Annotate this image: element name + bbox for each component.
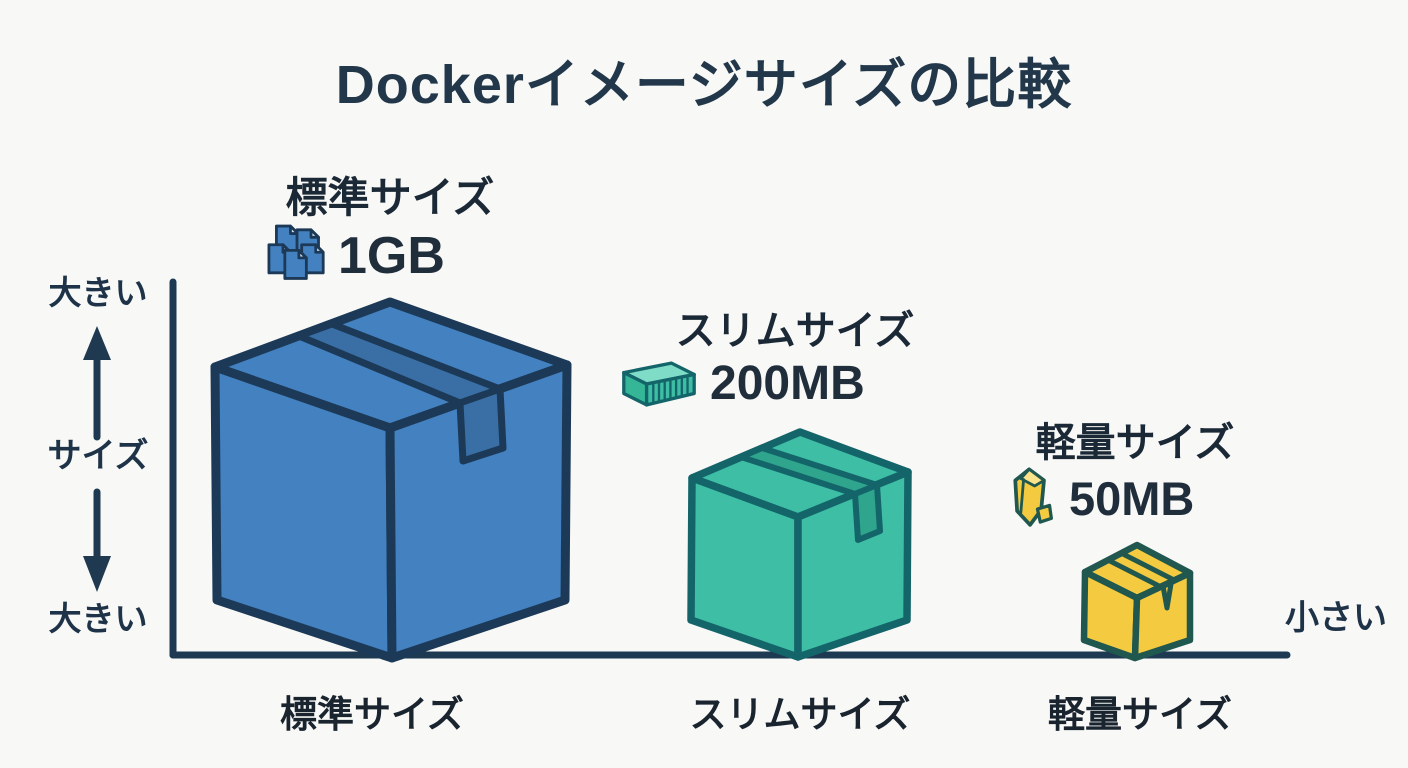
- x-axis-right-label: 小さい: [1285, 599, 1387, 637]
- slim-size-label: スリムサイズ: [675, 309, 915, 353]
- standard-size-label: 標準サイズ: [285, 174, 495, 221]
- crystal-facet: [1019, 467, 1046, 488]
- shipping-container-icon: [622, 360, 696, 407]
- files-stack-icon: [267, 224, 325, 280]
- y-axis-title: サイズ: [47, 437, 149, 475]
- y-axis-bottom-label: 大きい: [48, 600, 148, 637]
- standard-box-illustration: [210, 297, 572, 663]
- arrow-up-head: [83, 326, 111, 360]
- crystal-icon: [1013, 467, 1053, 527]
- axes-lines: [169, 278, 1291, 659]
- standard-size-value-row: 1GB: [267, 224, 445, 288]
- arrow-down-icon: [83, 488, 111, 592]
- arrow-down-head: [83, 556, 111, 592]
- slim-size-value-row: 200MB: [620, 356, 865, 411]
- crystal-shard: [1035, 503, 1053, 524]
- arrow-up-icon: [83, 326, 111, 441]
- light-size-label: 軽量サイズ: [1035, 421, 1235, 465]
- light-size-value-row: 50MB: [1006, 466, 1194, 530]
- page-title: Dockerイメージサイズの比較: [335, 55, 1073, 115]
- slim-axis-label: スリムサイズ: [689, 694, 911, 735]
- box-tape-notch: [1160, 581, 1174, 611]
- light-axis-label: 軽量サイズ: [1048, 694, 1232, 735]
- y-axis-top-label: 大きい: [48, 274, 148, 311]
- standard-size-value: 1GB: [338, 227, 445, 285]
- slim-size-value: 200MB: [710, 357, 865, 410]
- box-tape-flap: [852, 482, 883, 543]
- light-box-illustration: [1080, 541, 1194, 662]
- box-right-face: [385, 360, 572, 663]
- standard-axis-label: 標準サイズ: [280, 694, 464, 735]
- slim-box-illustration: [687, 428, 912, 661]
- box-tape-flap: [456, 385, 507, 465]
- light-size-value: 50MB: [1069, 471, 1195, 525]
